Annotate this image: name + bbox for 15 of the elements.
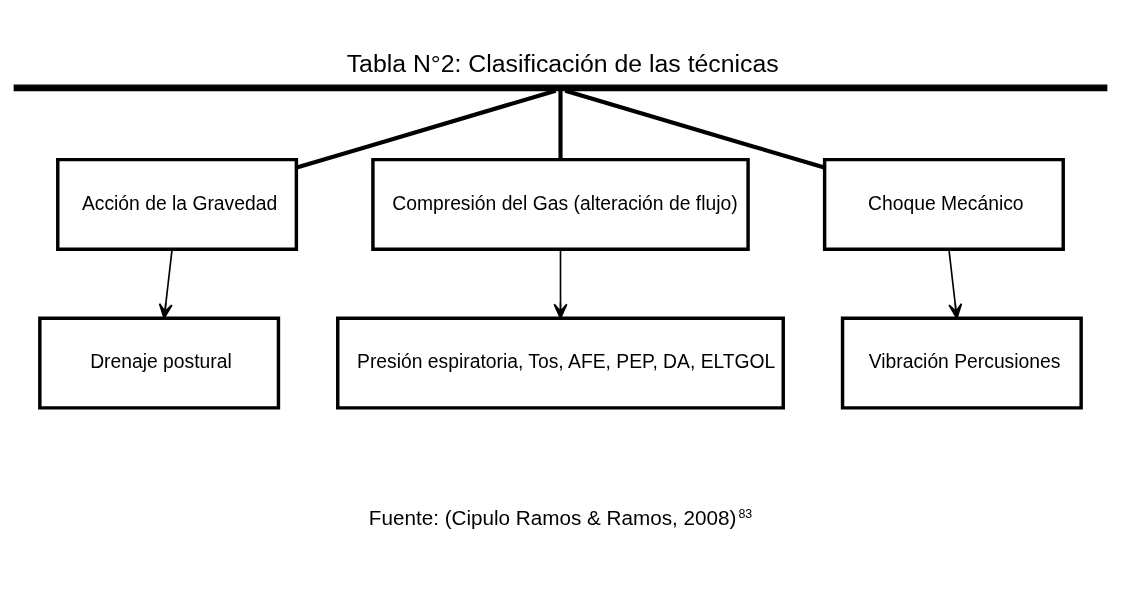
- node-box: Presión espiratoria, Tos, AFE, PEP, DA, ELTGOL: [336, 316, 785, 410]
- diagram-title: Tabla N°2: Clasificación de las técnicas: [346, 49, 779, 77]
- node-box: Choque Mecánico: [822, 157, 1065, 251]
- caption: Fuente: (Cipulo Ramos & Ramos, 2008)$^{83}$: [368, 506, 753, 530]
- connector: [558, 90, 563, 160]
- connector: [564, 88, 825, 170]
- node-box: Compresión del Gas (alteración de flujo): [371, 157, 750, 251]
- arrow: [948, 248, 963, 319]
- arrow: [158, 248, 173, 319]
- node-bar: [13, 84, 1108, 92]
- node-box: Acción de la Gravedad: [56, 157, 299, 251]
- arrow: [553, 248, 568, 319]
- connector: [296, 88, 557, 170]
- node-box: Vibración Percusiones: [840, 316, 1083, 410]
- node-box: Drenaje postural: [38, 316, 281, 410]
